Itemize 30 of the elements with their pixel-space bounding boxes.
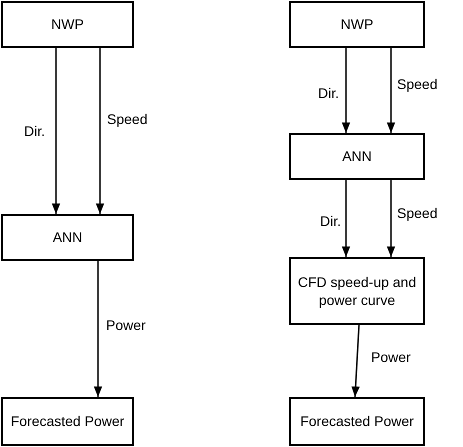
edge-label: Power — [106, 317, 146, 333]
box-label: Forecasted Power — [10, 412, 124, 431]
process-box — [289, 133, 425, 180]
box-label: NWP — [340, 15, 374, 34]
edge-label: Dir. — [320, 212, 341, 228]
arrow — [342, 180, 350, 257]
arrow — [52, 48, 60, 214]
box-label: ANN — [52, 228, 82, 247]
process-box — [289, 257, 425, 325]
box-label: ANN — [342, 147, 372, 166]
process-box — [289, 1, 425, 48]
edge-label: Power — [371, 349, 411, 365]
process-box — [289, 397, 425, 446]
box-label: Forecasted Power — [300, 412, 414, 431]
arrow — [386, 48, 396, 133]
box-label: CFD speed-up and power curve — [296, 272, 418, 310]
process-box — [1, 1, 134, 48]
edge-label: Speed — [397, 76, 438, 92]
edge-label: Dir. — [318, 84, 339, 100]
arrow — [386, 180, 396, 257]
process-box — [1, 214, 134, 261]
edge-label: Dir. — [24, 123, 45, 139]
arrow — [94, 261, 102, 397]
arrow — [342, 48, 350, 133]
box-label: NWP — [51, 15, 84, 34]
arrow — [96, 48, 104, 214]
arrow — [351, 324, 360, 398]
edge-label: Speed — [397, 204, 438, 220]
edge-label: Speed — [107, 111, 148, 127]
process-box — [1, 397, 134, 446]
